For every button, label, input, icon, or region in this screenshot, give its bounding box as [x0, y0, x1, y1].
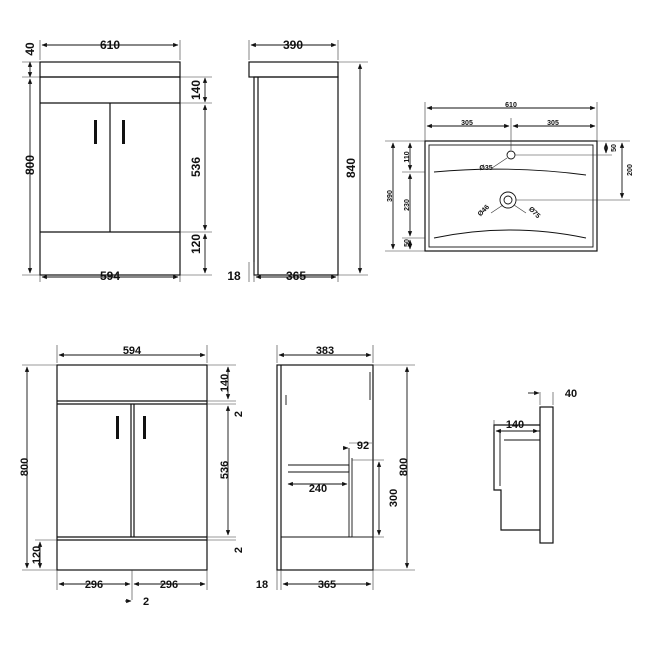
- front-top-width-label: 610: [100, 38, 120, 52]
- carcass-notch-label: 92: [357, 440, 369, 452]
- carcass-front-body: [56, 364, 208, 571]
- basin-right-200-label: 200: [627, 164, 634, 176]
- carcass-side-view: 383 800 92 240 300 365 18: [256, 345, 415, 591]
- carcass-gap-bottom-label: 2: [233, 547, 245, 553]
- front-top-thickness-label: 40: [23, 42, 37, 56]
- carcass-shelf-depth-label: 240: [309, 483, 327, 495]
- waste-outer-diameter-label: Ø75: [527, 206, 541, 220]
- carcass-front-view: 594 800 120 140 2 536 2 296 296 2: [19, 345, 245, 608]
- basin-depth-label: 390: [387, 190, 394, 202]
- basin-front-strip-label: 50: [404, 239, 411, 247]
- carcass-gap-top-label: 2: [233, 411, 245, 417]
- side-back-offset-label: 18: [227, 269, 241, 283]
- basin-back-curve: [433, 168, 587, 176]
- carcass-side-height-label: 800: [398, 458, 410, 476]
- front-plinth-height-label: 120: [189, 234, 203, 254]
- side-cabinet-body: [253, 76, 339, 276]
- carcass-left-handle: [116, 416, 119, 439]
- front-door-height-label: 536: [189, 157, 203, 177]
- basin-section: 40 140: [493, 388, 577, 544]
- basin-back-strip-label: 110: [404, 151, 411, 162]
- front-total-height-label: 800: [23, 155, 37, 175]
- carcass-side-body: [276, 364, 374, 571]
- carcass-right-door-width-label: 296: [160, 579, 178, 591]
- side-depth-label: 390: [283, 38, 303, 52]
- right-door-handle: [122, 120, 125, 144]
- basin-section-front-wall: [539, 406, 554, 544]
- carcass-right-handle: [143, 416, 146, 439]
- carcass-side-back-offset-label: 18: [256, 579, 268, 591]
- basin-right-half-label: 305: [547, 120, 559, 127]
- carcass-side-body-depth-label: 365: [318, 579, 336, 591]
- basin-left-half-label: 305: [461, 120, 473, 127]
- basin-plan: 610 305 305 390 110 230 50 50 200 Ø35 Ø4…: [385, 102, 634, 252]
- front-view: 610 40 800 140 536 120 594: [22, 38, 212, 283]
- carcass-width-label: 594: [123, 345, 142, 357]
- carcass-side-depth-label: 383: [316, 345, 334, 357]
- waste-inner-diameter-label: Ø46: [477, 204, 491, 218]
- front-base-width-label: 594: [100, 269, 120, 283]
- carcass-notch-height-label: 300: [388, 489, 400, 507]
- left-door-handle: [94, 120, 97, 144]
- basin-section-bowl-label: 140: [506, 419, 524, 431]
- carcass-door-label: 536: [219, 461, 231, 479]
- side-total-height-label: 840: [344, 158, 358, 178]
- carcass-drawer-label: 140: [219, 374, 231, 392]
- front-drawer-height-label: 140: [189, 80, 203, 100]
- basin-front-curve: [433, 229, 587, 239]
- basin-section-bowl: [493, 424, 540, 531]
- basin-section-rim-label: 40: [565, 388, 577, 400]
- front-countertop: [39, 61, 181, 78]
- basin-right-50-label: 50: [611, 144, 618, 152]
- carcass-centre-gap-label: 2: [143, 596, 149, 608]
- carcass-shelf: [288, 464, 350, 473]
- waste-inner-icon: [503, 195, 513, 205]
- basin-width-label: 610: [505, 102, 517, 109]
- tap-hole-diameter-label: Ø35: [479, 165, 492, 172]
- basin-middle-label: 230: [404, 199, 411, 211]
- carcass-total-height-label: 800: [19, 458, 31, 476]
- tap-hole-icon: [506, 150, 516, 160]
- carcass-plinth-label: 120: [31, 546, 43, 564]
- side-body-depth-label: 365: [286, 269, 306, 283]
- side-view: 390 840 365 18: [227, 38, 368, 283]
- carcass-left-door-width-label: 296: [85, 579, 103, 591]
- side-countertop: [248, 61, 339, 78]
